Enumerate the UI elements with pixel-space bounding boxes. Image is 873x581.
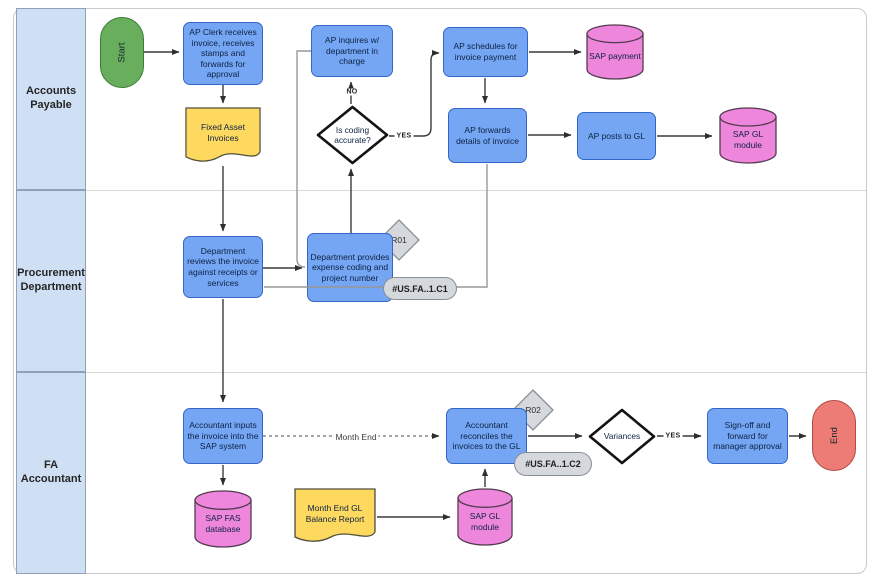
node-label: Is coding accurate? <box>334 124 371 145</box>
node-label: AP Clerk receives invoice, receives stam… <box>189 26 257 80</box>
node-ap-forwards-details[interactable]: AP forwards details of invoice <box>448 108 527 163</box>
node-sap-gl-module-top[interactable]: SAP GL module <box>719 107 777 164</box>
node-label: Fixed Asset Invoices <box>201 122 245 143</box>
node-dept-reviews-invoice[interactable]: Department reviews the invoice against r… <box>183 236 263 298</box>
lane-label: Procurement Department <box>17 267 85 293</box>
node-label: Month End GL Balance Report <box>305 502 365 524</box>
database-cylinder-shape <box>457 488 513 546</box>
node-label: Accountant inputs the invoice into the S… <box>187 420 259 452</box>
node-sap-payment[interactable]: SAP payment <box>586 24 644 80</box>
node-month-end-gl-balance-report[interactable]: Month End GL Balance Report <box>294 488 376 546</box>
database-cylinder-shape <box>586 24 644 80</box>
node-label: End <box>828 427 840 444</box>
node-label: Variances <box>603 431 641 442</box>
node-start[interactable]: Start <box>100 17 144 88</box>
node-label: Sign-off and forward for manager approva… <box>713 420 782 452</box>
lane-header-accounts-payable: Accounts Payable <box>16 8 86 190</box>
node-label: Department provides expense coding and p… <box>310 251 390 283</box>
node-label: SAP GL module <box>469 510 501 532</box>
node-label: Start <box>116 42 128 63</box>
edge-label-month-end: Month End <box>333 432 379 442</box>
node-accountant-inputs-invoice[interactable]: Accountant inputs the invoice into the S… <box>183 408 263 464</box>
node-end[interactable]: End <box>812 400 856 471</box>
lane-header-fa-accountant: FA Accountant <box>16 372 86 574</box>
lane-label: Accounts Payable <box>25 85 77 111</box>
node-label: AP inquires w/ department in charge <box>324 35 380 67</box>
node-is-coding-accurate[interactable]: Is coding accurate? <box>316 105 389 165</box>
edge-label-yes-coding: YES <box>394 132 414 140</box>
node-label: Accountant reconciles the invoices to th… <box>452 420 521 452</box>
node-sap-fas-database[interactable]: SAP FAS database <box>194 490 252 548</box>
decision-diamond-shape <box>588 408 656 465</box>
node-label: AP forwards details of invoice <box>456 124 519 146</box>
badge-c1-label: #US.FA..1.C1 <box>392 283 448 294</box>
node-ap-inquires[interactable]: AP inquires w/ department in charge <box>311 25 393 77</box>
node-accountant-reconciles[interactable]: Accountant reconciles the invoices to th… <box>446 408 527 464</box>
lane-header-procurement-department: Procurement Department <box>16 190 86 372</box>
badge-control-c2[interactable]: #US.FA..1.C2 <box>514 452 592 476</box>
node-sap-gl-module-bottom[interactable]: SAP GL module <box>457 488 513 546</box>
node-fixed-asset-invoices[interactable]: Fixed Asset Invoices <box>185 107 261 166</box>
node-label: SAP FAS database <box>205 512 241 534</box>
lane-divider-2 <box>86 372 866 373</box>
node-label: AP posts to GL <box>587 130 645 141</box>
lane-label: FA Accountant <box>20 459 82 485</box>
node-ap-posts-to-gl[interactable]: AP posts to GL <box>577 112 656 160</box>
node-label: Department reviews the invoice against r… <box>187 245 259 288</box>
node-sign-off-forward[interactable]: Sign-off and forward for manager approva… <box>707 408 788 464</box>
node-ap-schedules-payment[interactable]: AP schedules for invoice payment <box>443 27 528 77</box>
badge-r01-label: R01 <box>391 235 407 245</box>
edge-label-yes-variances: YES <box>663 432 683 440</box>
badge-r02-label: R02 <box>525 405 541 415</box>
document-shape <box>294 488 376 542</box>
badge-control-c1[interactable]: #US.FA..1.C1 <box>383 277 457 300</box>
node-label: SAP payment <box>589 51 641 62</box>
edge-label-no: NO <box>344 88 360 96</box>
lane-divider-1 <box>86 190 866 191</box>
node-ap-clerk-receives[interactable]: AP Clerk receives invoice, receives stam… <box>183 22 263 85</box>
badge-c2-label: #US.FA..1.C2 <box>525 459 581 469</box>
document-shape <box>185 107 261 162</box>
node-label: SAP GL module <box>732 129 764 150</box>
decision-diamond-shape <box>316 105 389 165</box>
node-variances[interactable]: Variances <box>588 408 656 465</box>
node-label: AP schedules for invoice payment <box>453 41 518 62</box>
database-cylinder-shape <box>194 490 252 548</box>
node-dept-provides-coding[interactable]: Department provides expense coding and p… <box>307 233 393 302</box>
database-cylinder-shape <box>719 107 777 164</box>
